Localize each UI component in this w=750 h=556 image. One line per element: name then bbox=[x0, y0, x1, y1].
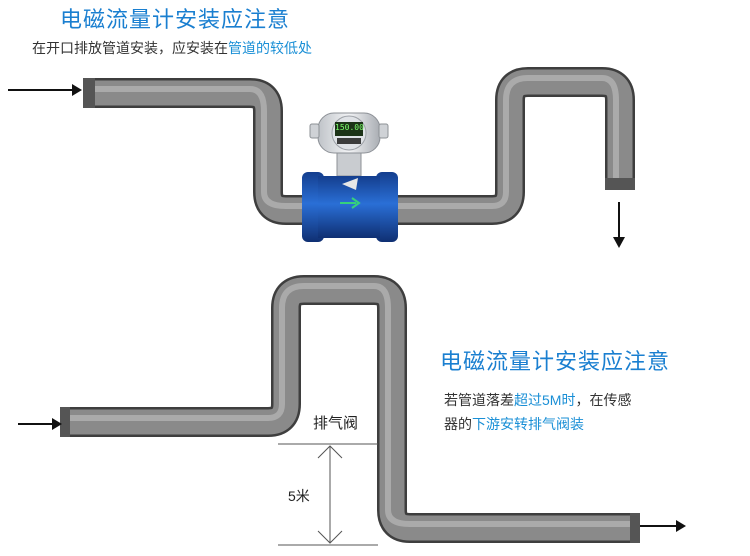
bottom-line2-highlight: 下游安转排气阀装 bbox=[472, 416, 584, 432]
bottom-pipe bbox=[60, 275, 640, 543]
top-description-plain: 在开口排放管道安装，应安装在 bbox=[32, 40, 228, 56]
bottom-outflow-arrow bbox=[640, 520, 686, 532]
bottom-line1-plain: 若管道落差 bbox=[444, 392, 514, 408]
height-dimension bbox=[278, 443, 378, 546]
top-description: 在开口排放管道安装，应安装在管道的较低处 bbox=[32, 38, 312, 58]
bottom-description-line-1: 若管道落差超过5M时，在传感 bbox=[444, 390, 631, 410]
height-label: 5米 bbox=[288, 488, 310, 504]
top-title: 电磁流量计安装应注意 bbox=[60, 7, 291, 32]
bottom-line2-plain: 器的 bbox=[444, 416, 472, 432]
exhaust-valve-label: 排气阀 bbox=[313, 415, 359, 432]
bottom-line1-highlight: 超过5M时 bbox=[514, 392, 576, 408]
top-outflow-arrow bbox=[613, 202, 625, 248]
meter-display-value: 150.00 bbox=[335, 123, 364, 132]
bottom-title: 电磁流量计安装应注意 bbox=[440, 349, 671, 374]
top-description-highlight: 管道的较低处 bbox=[228, 40, 312, 56]
bottom-line1-tail: ，在传感 bbox=[575, 392, 632, 408]
bottom-description-line-2: 器的下游安转排气阀装 bbox=[444, 414, 584, 434]
bottom-inflow-arrow bbox=[18, 418, 62, 430]
top-pipe bbox=[83, 67, 635, 225]
top-inflow-arrow bbox=[8, 84, 82, 96]
flow-meter bbox=[302, 112, 398, 242]
